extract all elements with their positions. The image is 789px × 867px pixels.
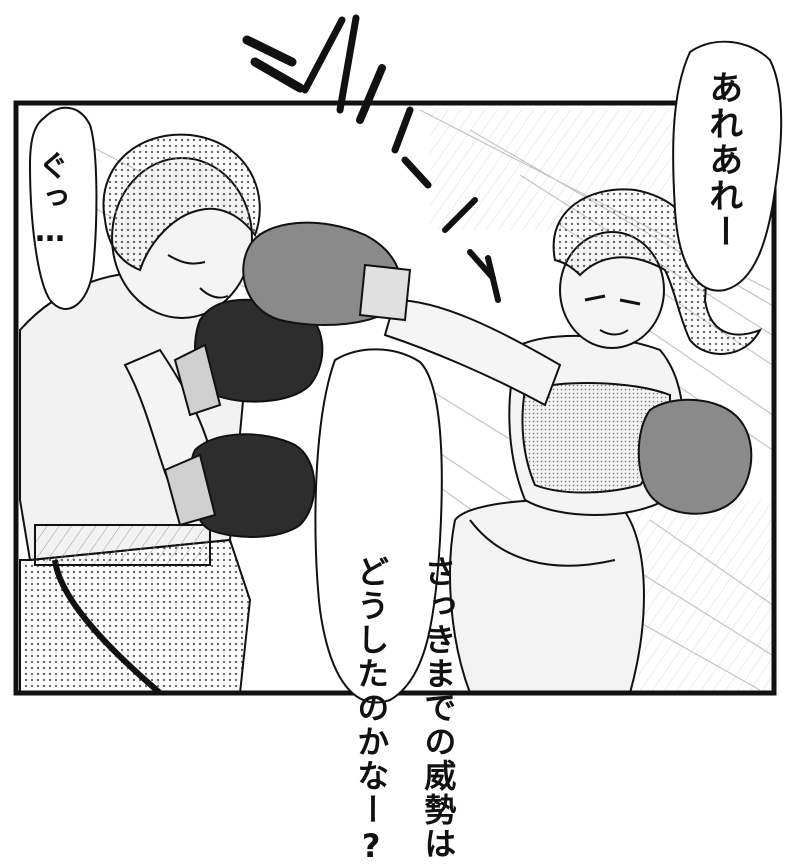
speech-bubble-right-top [672,40,783,292]
male-shorts [19,538,252,693]
impact-lines-icon [242,14,501,303]
female-boxer [242,188,763,693]
speech-bubble-center [314,348,443,704]
panel-art [13,14,783,704]
female-glove-guard [637,398,753,515]
sports-bra [521,382,672,494]
speech-text-left: ぐっ… [32,150,68,251]
speech-text-right-top: あれあれー [702,70,743,250]
speech-text-center-line-2: どうしたのかなー? [352,555,391,867]
speech-bubble-icon [28,40,783,704]
manga-panel: あれあれー ぐっ… さっきまでの威勢は どうしたのかなー? [13,14,783,867]
speech-text-center-line-1: さっきまでの威勢は [419,555,458,861]
speech-bubble-left [28,106,98,310]
male-boxer [19,133,324,693]
speech-text-center: さっきまでの威勢は どうしたのかなー? [320,395,488,867]
